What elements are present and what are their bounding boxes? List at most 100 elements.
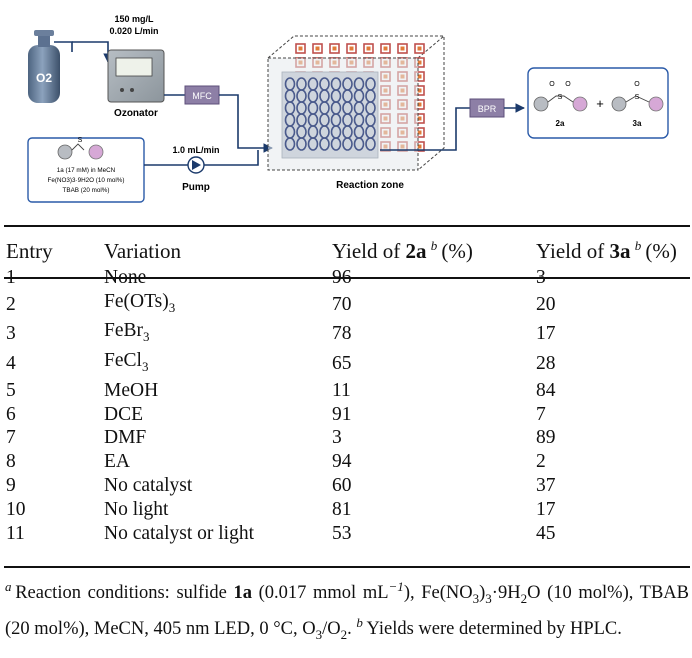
table-row: 8 EA 94 2 <box>0 450 692 474</box>
coil-loop <box>296 137 307 151</box>
svg-text:S: S <box>635 94 640 101</box>
cell-variation: DMF <box>104 427 147 449</box>
results-table: Entry Variation Yield of 2a b (%) Yield … <box>0 236 692 545</box>
led-dot <box>366 46 371 51</box>
table-header-row: Entry Variation Yield of 2a b (%) Yield … <box>0 236 692 266</box>
table-row: 5 MeOH 11 84 <box>0 379 692 403</box>
coil-loop <box>365 137 376 151</box>
reaction-zone <box>267 35 445 171</box>
svg-text:S: S <box>558 94 563 101</box>
table-footnote: a Reaction conditions: sulfide 1a (0.017… <box>5 579 689 642</box>
led-dot <box>417 46 422 51</box>
cell-entry: 3 <box>6 323 16 345</box>
cell-yield-3a: 17 <box>536 323 556 345</box>
cell-yield-2a: 94 <box>332 451 352 473</box>
cell-yield-3a: 84 <box>536 379 556 401</box>
cell-yield-3a: 20 <box>536 293 556 315</box>
table-row: 3 FeBr3 78 17 <box>0 319 692 349</box>
table-bottom-rule <box>4 566 690 568</box>
cell-entry: 8 <box>6 451 16 473</box>
cell-variation: No catalyst <box>104 475 193 497</box>
header-variation: Variation <box>104 238 181 263</box>
led-dot <box>332 46 337 51</box>
cell-yield-2a: 91 <box>332 403 352 425</box>
table-row: 7 DMF 3 89 <box>0 426 692 450</box>
cell-variation: DCE <box>104 403 143 425</box>
led-dot <box>417 130 422 135</box>
bpr-label: BPR <box>478 104 497 114</box>
cell-yield-2a: 81 <box>332 498 352 520</box>
svg-text:S: S <box>78 137 83 144</box>
led-dot <box>383 46 388 51</box>
svg-text:O: O <box>565 81 571 88</box>
product-3a-label: 3a <box>633 119 642 128</box>
led-dot <box>417 60 422 65</box>
led-dot <box>315 46 320 51</box>
led-dot <box>298 46 303 51</box>
cell-entry: 5 <box>6 379 16 401</box>
coil-loop <box>319 137 330 151</box>
cell-variation: EA <box>104 451 130 473</box>
led-dot <box>417 144 422 149</box>
mfc-label: MFC <box>192 91 212 101</box>
header-yield-3a: Yield of 3a b (%) <box>536 238 677 263</box>
reservoir-line-3: TBAB (20 mol%) <box>63 187 110 194</box>
svg-text:O: O <box>549 81 555 88</box>
product-box: S O O 2a + S O 3a <box>527 67 669 139</box>
cell-entry: 9 <box>6 475 16 497</box>
cell-entry: 7 <box>6 427 16 449</box>
table-row: 9 No catalyst 60 37 <box>0 474 692 498</box>
cell-yield-2a: 3 <box>332 427 342 449</box>
ozone-flow-speed: 0.020 L/min <box>109 26 158 36</box>
table-top-rule <box>4 225 690 227</box>
pump-icon <box>187 156 205 174</box>
cell-entry: 11 <box>6 522 25 544</box>
cell-yield-3a: 17 <box>536 498 556 520</box>
svg-text:O: O <box>634 81 640 88</box>
reservoir-line-2: Fe(NO3)3·9H2O (10 mol%) <box>48 177 125 184</box>
flow-scheme: O2 150 mg/L 0.020 L/min Ozonator MFC S 1… <box>27 14 669 203</box>
cell-entry: 10 <box>6 498 26 520</box>
cell-variation: No light <box>104 498 169 520</box>
pump-label: Pump <box>182 182 210 193</box>
cell-yield-2a: 11 <box>332 379 351 401</box>
reservoir-line-1: 1a (17 mM) in MeCN <box>57 167 116 174</box>
cell-yield-2a: 60 <box>332 475 352 497</box>
cell-yield-3a: 28 <box>536 353 556 375</box>
coil-loop <box>284 137 296 151</box>
o2-label: O2 <box>36 71 52 85</box>
cell-yield-3a: 7 <box>536 403 546 425</box>
cell-yield-3a: 37 <box>536 475 556 497</box>
led-dot <box>417 88 422 93</box>
cell-yield-2a: 78 <box>332 323 352 345</box>
cell-yield-2a: 53 <box>332 522 352 544</box>
cell-yield-3a: 2 <box>536 451 546 473</box>
oxygen-cylinder: O2 <box>28 30 60 103</box>
table-row: 6 DCE 91 7 <box>0 403 692 427</box>
ozone-concentration: 150 mg/L <box>114 14 154 24</box>
ozonator-label: Ozonator <box>114 108 158 119</box>
coil-loop <box>330 137 342 151</box>
reaction-zone-label: Reaction zone <box>336 180 404 191</box>
led-dot <box>417 116 422 121</box>
cell-yield-3a: 45 <box>536 522 556 544</box>
cell-variation: FeBr3 <box>104 320 150 345</box>
cell-variation: Fe(OTs)3 <box>104 290 176 315</box>
header-yield-2a: Yield of 2a b (%) <box>332 238 473 263</box>
cell-yield-2a: 65 <box>332 353 352 375</box>
cell-variation: No catalyst or light <box>104 522 255 544</box>
table-row: 10 No light 81 17 <box>0 498 692 522</box>
led-dot <box>349 46 354 51</box>
cell-yield-2a: 70 <box>332 293 352 315</box>
cell-entry: 2 <box>6 293 16 315</box>
cell-entry: 6 <box>6 403 16 425</box>
cell-variation: MeOH <box>104 379 159 401</box>
led-dot <box>400 46 405 51</box>
cell-yield-3a: 89 <box>536 427 556 449</box>
coil-loop <box>342 137 353 151</box>
cell-variation: FeCl3 <box>104 350 149 375</box>
led-dot <box>417 102 422 107</box>
table-row: 2 Fe(OTs)3 70 20 <box>0 290 692 320</box>
led-dot <box>417 74 422 79</box>
